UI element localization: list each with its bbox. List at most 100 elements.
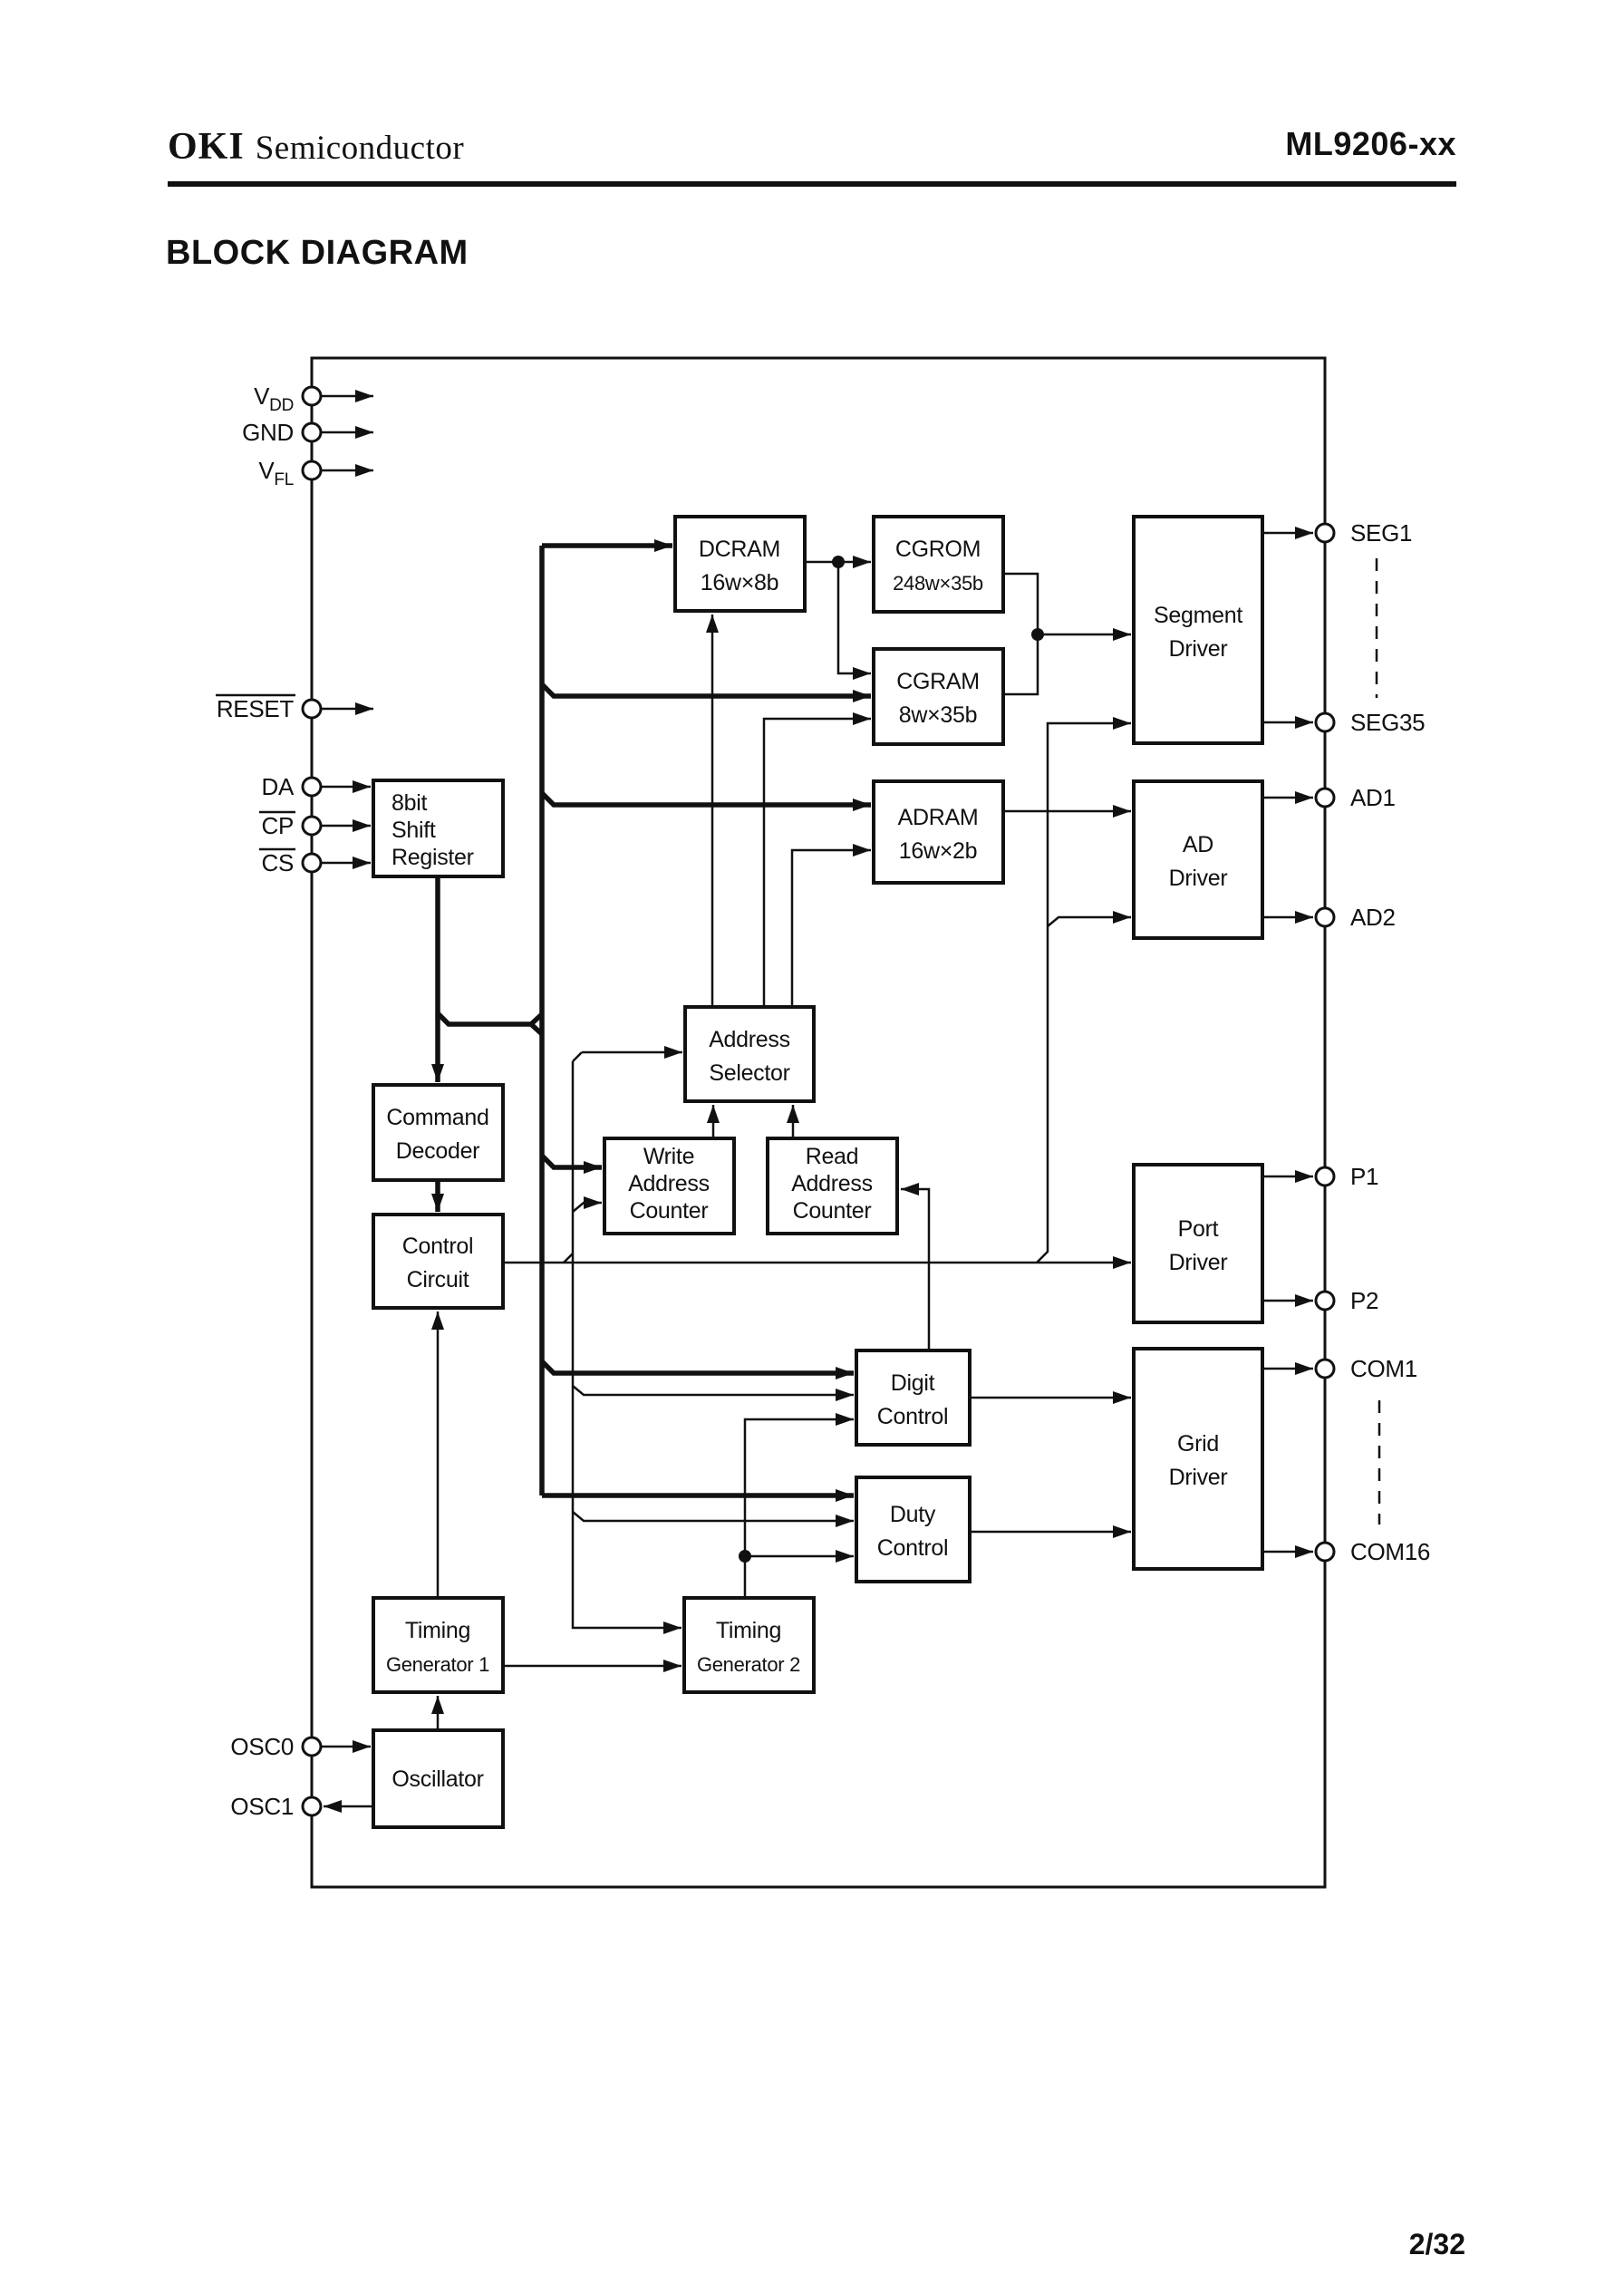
block-cgrom: CGROM 248w×35b xyxy=(872,515,1005,614)
block-read-address-counter: Read Address Counter xyxy=(766,1137,899,1235)
svg-text:DCRAM: DCRAM xyxy=(699,537,780,562)
svg-text:Timing: Timing xyxy=(716,1618,781,1643)
oki-logo: OKI xyxy=(168,126,245,168)
svg-text:Grid: Grid xyxy=(1177,1431,1219,1457)
block-timing-generator-1: Timing Generator 1 xyxy=(372,1596,505,1694)
svg-text:16w×2b: 16w×2b xyxy=(899,838,977,864)
svg-text:Timing: Timing xyxy=(405,1618,470,1643)
pin-stubs xyxy=(321,390,1381,1813)
block-address-selector: Address Selector xyxy=(683,1005,816,1103)
svg-text:RESET: RESET xyxy=(217,695,295,722)
svg-text:COM16: COM16 xyxy=(1350,1538,1430,1565)
pin-p1: P1 xyxy=(1314,1163,1379,1190)
block-segment-driver: Segment Driver xyxy=(1132,515,1264,745)
page-title: BLOCK DIAGRAM xyxy=(166,234,469,272)
svg-text:Counter: Counter xyxy=(630,1198,709,1224)
block-dcram: DCRAM 16w×8b xyxy=(673,515,807,613)
svg-text:Duty: Duty xyxy=(890,1502,936,1527)
page-number: 2/32 xyxy=(1408,2228,1465,2260)
pin-seg35: SEG35 xyxy=(1314,709,1426,736)
svg-text:Command: Command xyxy=(386,1105,488,1130)
pin-vfl: VFL xyxy=(258,457,323,489)
pin-gnd: GND xyxy=(242,419,323,446)
block-duty-control: Duty Control xyxy=(855,1476,972,1583)
svg-text:COM1: COM1 xyxy=(1350,1355,1417,1382)
pin-osc0: OSC0 xyxy=(230,1733,323,1760)
svg-text:Segment: Segment xyxy=(1154,603,1242,628)
pin-ad1: AD1 xyxy=(1314,784,1396,811)
svg-text:248w×35b: 248w×35b xyxy=(893,572,983,595)
svg-text:Decoder: Decoder xyxy=(396,1138,479,1164)
block-control-circuit: Control Circuit xyxy=(372,1213,505,1310)
svg-text:Driver: Driver xyxy=(1169,636,1228,662)
pin-vdd: VDD xyxy=(254,382,323,415)
svg-text:Driver: Driver xyxy=(1169,1250,1228,1275)
svg-text:VFL: VFL xyxy=(258,457,294,489)
block-port-driver: Port Driver xyxy=(1132,1163,1264,1324)
svg-text:Control: Control xyxy=(402,1234,474,1259)
brand-suffix: Semiconductor xyxy=(255,130,465,167)
svg-text:P2: P2 xyxy=(1350,1287,1378,1314)
svg-text:Driver: Driver xyxy=(1169,866,1228,891)
pin-osc1: OSC1 xyxy=(230,1793,323,1820)
svg-text:P1: P1 xyxy=(1350,1163,1378,1190)
page-header: OKI Semiconductor ML9206-xx xyxy=(168,125,1456,169)
block-digit-control: Digit Control xyxy=(855,1349,972,1447)
svg-text:Generator 2: Generator 2 xyxy=(697,1653,800,1676)
svg-text:AD: AD xyxy=(1183,832,1213,857)
svg-text:SEG1: SEG1 xyxy=(1350,519,1412,547)
chip-outline xyxy=(310,356,1327,1889)
svg-text:8bit: 8bit xyxy=(392,790,427,816)
block-shift-register: 8bit Shift Register xyxy=(372,779,505,878)
svg-text:GND: GND xyxy=(242,419,294,446)
svg-text:ADRAM: ADRAM xyxy=(898,805,979,830)
pin-reset: RESET xyxy=(216,693,323,722)
pin-cp: CP xyxy=(259,810,323,839)
svg-text:Oscillator: Oscillator xyxy=(392,1766,483,1792)
block-write-address-counter: Write Address Counter xyxy=(603,1137,736,1235)
pin-cs: CS xyxy=(259,847,323,876)
svg-text:AD2: AD2 xyxy=(1350,904,1396,931)
pin-com16: COM16 xyxy=(1314,1538,1430,1565)
svg-text:Address: Address xyxy=(628,1171,710,1196)
block-ad-driver: AD Driver xyxy=(1132,779,1264,940)
pin-ad2: AD2 xyxy=(1314,904,1396,931)
svg-text:Digit: Digit xyxy=(891,1370,935,1396)
block-oscillator: Oscillator xyxy=(372,1728,505,1829)
svg-text:16w×8b: 16w×8b xyxy=(701,570,778,595)
svg-text:Read: Read xyxy=(806,1144,859,1169)
svg-text:Circuit: Circuit xyxy=(407,1267,469,1292)
svg-text:OSC1: OSC1 xyxy=(230,1793,294,1820)
pin-da: DA xyxy=(261,773,323,800)
wires-control xyxy=(431,556,1131,1730)
header-rule xyxy=(168,181,1456,187)
svg-text:CGRAM: CGRAM xyxy=(896,669,980,694)
part-number: ML9206-xx xyxy=(1285,125,1456,162)
svg-text:Generator 1: Generator 1 xyxy=(386,1653,489,1676)
svg-text:CP: CP xyxy=(261,812,294,839)
svg-text:Driver: Driver xyxy=(1169,1465,1228,1490)
svg-text:CS: CS xyxy=(261,849,294,876)
svg-text:8w×35b: 8w×35b xyxy=(899,702,977,728)
svg-text:Register: Register xyxy=(392,845,474,870)
svg-text:OSC0: OSC0 xyxy=(230,1733,294,1760)
block-grid-driver: Grid Driver xyxy=(1132,1347,1264,1571)
svg-text:Control: Control xyxy=(877,1404,949,1429)
svg-text:Counter: Counter xyxy=(793,1198,872,1224)
svg-text:SEG35: SEG35 xyxy=(1350,709,1425,736)
svg-text:Address: Address xyxy=(709,1027,790,1052)
block-cgram: CGRAM 8w×35b xyxy=(872,647,1005,746)
svg-text:CGROM: CGROM xyxy=(895,537,981,562)
pin-p2: P2 xyxy=(1314,1287,1379,1314)
wires-databus xyxy=(431,539,871,1502)
pin-seg1: SEG1 xyxy=(1314,519,1412,547)
svg-text:Address: Address xyxy=(791,1171,873,1196)
block-timing-generator-2: Timing Generator 2 xyxy=(682,1596,816,1694)
svg-text:Write: Write xyxy=(643,1144,694,1169)
pin-com1: COM1 xyxy=(1314,1355,1417,1382)
block-adram: ADRAM 16w×2b xyxy=(872,779,1005,885)
svg-text:VDD: VDD xyxy=(254,382,294,415)
svg-text:AD1: AD1 xyxy=(1350,784,1396,811)
